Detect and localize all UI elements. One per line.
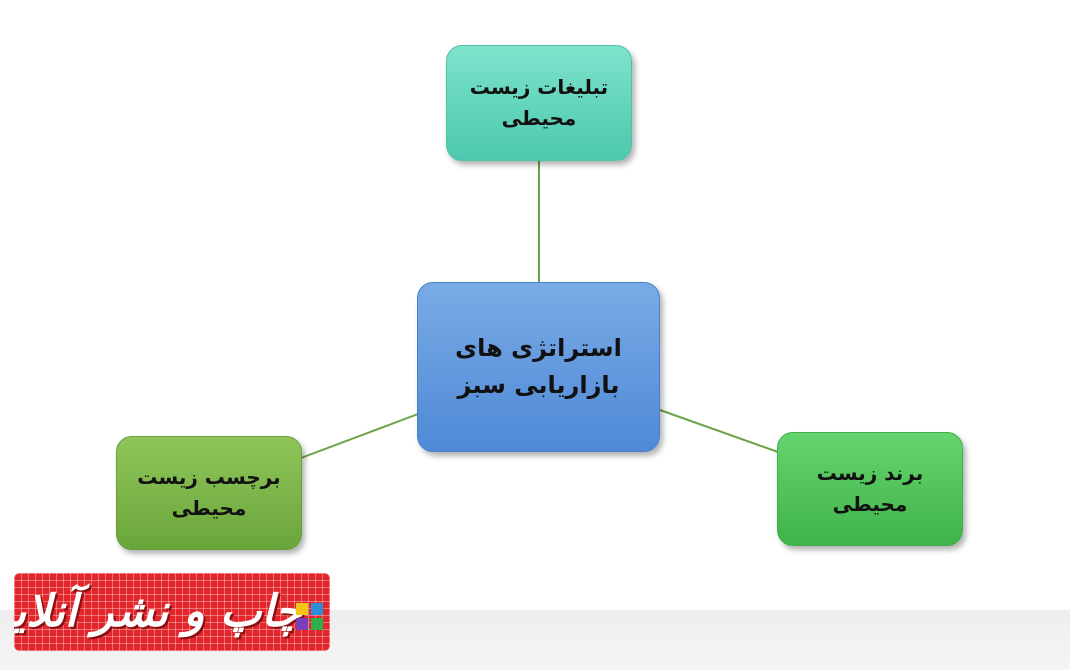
node-label: برچسب زیست محیطی	[137, 465, 281, 520]
node-label: استراتژی های بازاریابی سبز	[455, 333, 622, 399]
logo-square	[311, 603, 323, 615]
connector-right	[659, 409, 779, 453]
connector-left	[300, 413, 419, 459]
node-green-marketing-strategies: استراتژی های بازاریابی سبز	[417, 282, 660, 452]
watermark-logo: چاپ و نشر آنلاین	[14, 573, 330, 651]
node-environmental-label: برچسب زیست محیطی	[116, 436, 302, 550]
node-environmental-advertising: تبلیغات زیست محیطی	[446, 45, 632, 161]
node-label: تبلیغات زیست محیطی	[469, 75, 609, 130]
logo-square	[311, 618, 323, 630]
logo-text: چاپ و نشر آنلاین	[14, 586, 302, 637]
node-environmental-brand: برند زیست محیطی	[777, 432, 963, 546]
logo-square	[296, 618, 308, 630]
node-label: برند زیست محیطی	[816, 461, 924, 516]
logo-squares-icon	[296, 603, 326, 633]
logo-square	[296, 603, 308, 615]
